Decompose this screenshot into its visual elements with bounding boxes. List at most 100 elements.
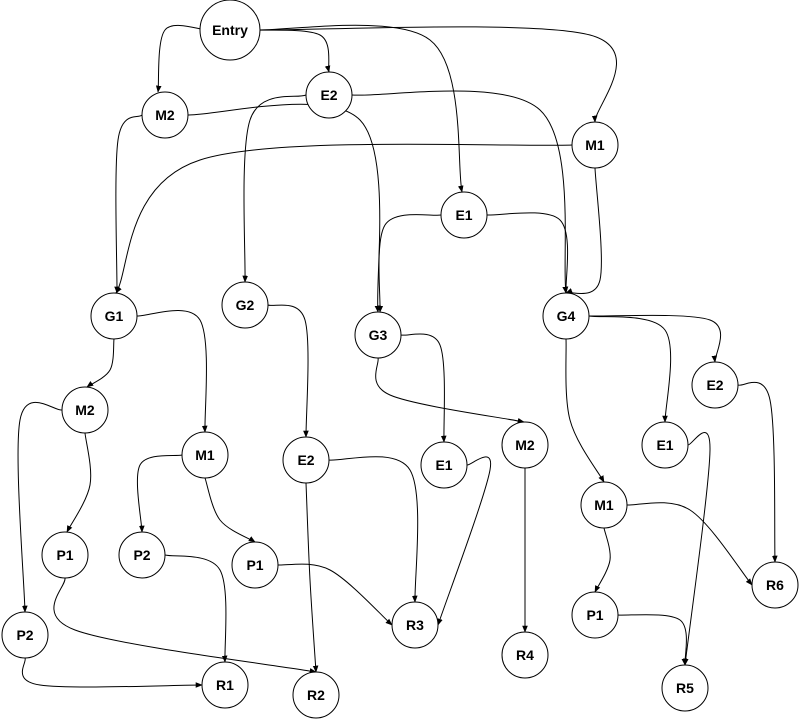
node-circle: [354, 311, 402, 359]
node-r2: R2: [292, 671, 340, 719]
node-label: R5: [676, 680, 694, 696]
node-circle: [282, 436, 330, 484]
edge-entry-m2_top: [155, 24, 208, 93]
node-p1-m1: P1: [231, 541, 279, 589]
edge-p1_m1-r3: [277, 563, 393, 626]
node-circle: [118, 531, 166, 579]
edge-e2_g2-r2: [305, 482, 319, 673]
node-circle: [61, 386, 109, 434]
node-r6: R6: [751, 561, 799, 609]
node-label: R3: [406, 617, 424, 633]
node-circle: [661, 664, 709, 712]
node-p2-m1: P2: [118, 531, 166, 579]
node-label: P2: [133, 547, 150, 563]
edge-g2-e2_g2: [267, 304, 309, 438]
node-circle: [41, 531, 89, 579]
node-r1: R1: [201, 661, 249, 709]
node-m1-g4: M1: [580, 481, 628, 529]
node-circle: [90, 292, 138, 340]
node-circle: [420, 441, 468, 489]
node-label: M1: [594, 497, 614, 513]
edge-e2_g2-r3: [328, 456, 419, 603]
node-entry: Entry: [199, 0, 261, 61]
node-label: R6: [766, 577, 784, 593]
node-label: E1: [656, 437, 673, 453]
node-circle: [542, 292, 590, 340]
edge-g1-m2_g1: [86, 338, 115, 388]
edge-g3-m2_g3: [375, 357, 525, 424]
node-circle: [199, 0, 261, 61]
node-circle: [305, 71, 353, 119]
node-label: G2: [236, 297, 255, 313]
edge-e1_g3-r3: [437, 456, 492, 626]
node-e1-mid: E1: [440, 191, 488, 239]
edge-m1_top-g1: [115, 143, 573, 294]
node-circle: [181, 431, 229, 479]
edge-g4-e2_g4: [588, 314, 722, 363]
node-p2-m2: P2: [1, 611, 49, 659]
node-label: M2: [155, 107, 175, 123]
edge-m2_top-g3: [187, 103, 381, 313]
edge-m2_g1-p2_m2: [17, 402, 63, 613]
edge-m1_g1-p1_m1: [204, 477, 256, 543]
edge-g4-m1_g4: [565, 338, 605, 483]
edge-p1_m2-r2: [53, 577, 317, 674]
edge-m2_top-g1: [114, 114, 143, 294]
node-label: P2: [16, 627, 33, 643]
node-m2-top: M2: [141, 91, 189, 139]
node-m2-g1: M2: [61, 386, 109, 434]
edge-e1_mid-g3: [377, 214, 442, 313]
node-label: E1: [435, 457, 452, 473]
node-label: M2: [75, 402, 95, 418]
node-r5: R5: [661, 664, 709, 712]
node-circle: [141, 91, 189, 139]
edge-m1_top-g4: [565, 167, 602, 294]
node-label: R4: [516, 647, 534, 663]
edge-p2_m2-r1: [21, 657, 203, 688]
node-label: Entry: [212, 22, 248, 38]
node-circle: [571, 121, 619, 169]
node-circle: [440, 191, 488, 239]
node-label: G3: [369, 327, 388, 343]
edge-p2_m1-r1: [164, 554, 228, 663]
edge-g3-e1_g3: [400, 333, 447, 443]
node-label: E2: [706, 377, 723, 393]
edge-p1_g4-r5: [617, 614, 688, 666]
edge-m2_g1-p1_m2: [66, 432, 92, 533]
edges-layer: [17, 24, 778, 688]
edge-e1_mid-g4: [486, 212, 569, 294]
node-label: G1: [105, 308, 124, 324]
node-m2-g3: M2: [501, 421, 549, 469]
node-p1-m2: P1: [41, 531, 89, 579]
edge-entry-e1_mid: [252, 24, 464, 193]
node-e2-g4: E2: [691, 361, 739, 409]
node-circle: [1, 611, 49, 659]
edge-m1_g4-p1_g4: [594, 527, 611, 593]
node-label: P1: [56, 547, 73, 563]
node-r3: R3: [391, 601, 439, 649]
node-circle: [641, 421, 689, 469]
node-label: E1: [455, 207, 472, 223]
edge-e2_top-g4: [351, 90, 568, 294]
node-circle: [501, 631, 549, 679]
node-e1-g3: E1: [420, 441, 468, 489]
node-circle: [580, 481, 628, 529]
node-label: E2: [320, 87, 337, 103]
node-label: M1: [195, 447, 215, 463]
node-label: R2: [307, 687, 325, 703]
node-label: P1: [246, 557, 263, 573]
node-g4: G4: [542, 292, 590, 340]
node-circle: [391, 601, 439, 649]
node-circle: [292, 671, 340, 719]
node-label: M2: [515, 437, 535, 453]
node-r4: R4: [501, 631, 549, 679]
node-m1-top: M1: [571, 121, 619, 169]
node-circle: [231, 541, 279, 589]
node-label: E2: [297, 452, 314, 468]
node-g2: G2: [221, 281, 269, 329]
node-m1-g1: M1: [181, 431, 229, 479]
node-g3: G3: [354, 311, 402, 359]
node-p1-g4: P1: [571, 591, 619, 639]
edge-m1_g4-r6: [626, 502, 753, 586]
